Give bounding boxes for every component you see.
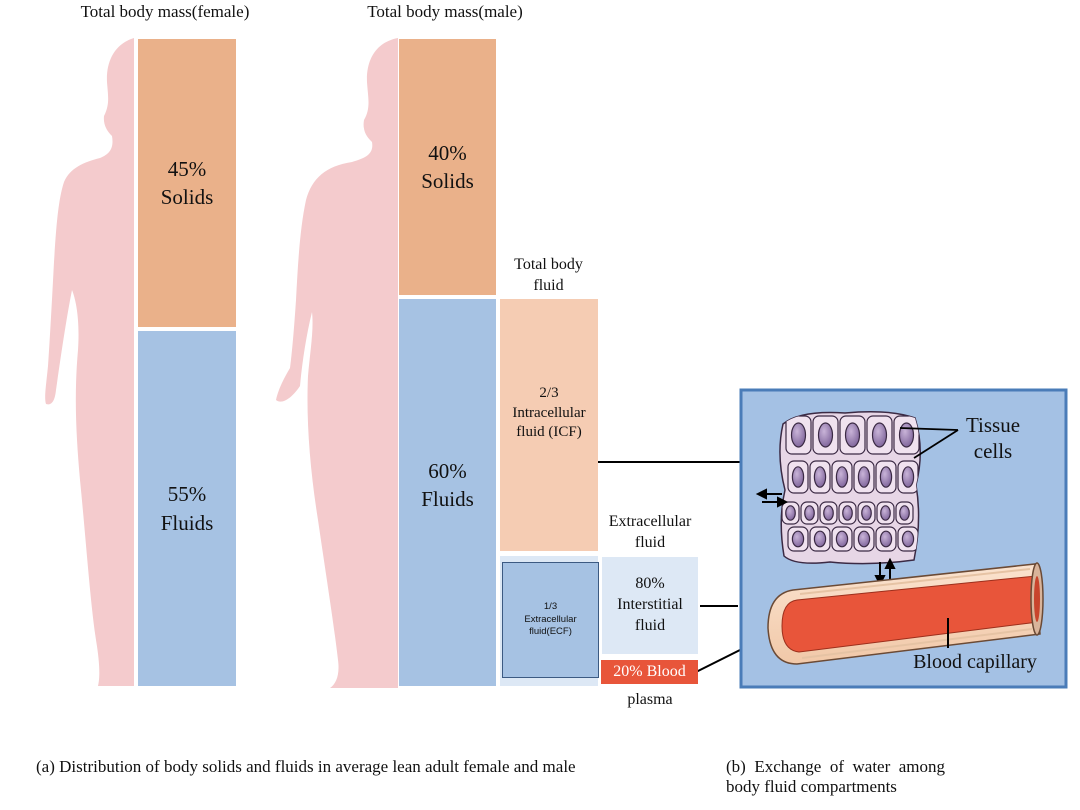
male-fluids-block: 60% Fluids xyxy=(399,299,496,686)
caption-b: (b) Exchange of water among body fluid c… xyxy=(726,757,1026,798)
interstitial-pct: 80% xyxy=(635,575,665,593)
female-fluids-label: Fluids xyxy=(160,510,214,535)
ecf-block: 1/3 Extracellular fluid(ECF) xyxy=(500,556,599,686)
caption-a: (a) Distribution of body solids and flui… xyxy=(36,757,576,776)
blood-label: 20% Blood xyxy=(613,663,686,681)
cell-nucleus xyxy=(823,505,834,521)
cell-nucleus xyxy=(871,422,888,448)
male-solids-label: Solids xyxy=(421,169,474,194)
ecf-label-line2: Extracellular xyxy=(524,613,577,625)
cell-nucleus xyxy=(879,530,893,548)
cell-nucleus xyxy=(790,422,807,448)
cell-nucleus xyxy=(861,505,872,521)
exchange-arrows-left xyxy=(755,488,789,508)
male-fluids-pct: 60% xyxy=(428,459,467,483)
female-header: Total body mass(female) xyxy=(80,2,250,21)
tissue-cells-line1: Tissue xyxy=(965,413,1021,437)
cell-nucleus xyxy=(857,466,871,488)
interstitial-label-line3: fluid xyxy=(634,616,666,634)
cell-nucleus xyxy=(842,505,853,521)
tissue-pointer-2 xyxy=(913,429,959,459)
cell-nucleus xyxy=(901,466,915,488)
cell-nucleus xyxy=(817,422,834,448)
tbf-header: Total body fluid xyxy=(496,255,601,297)
blood-capillary-label: Blood capillary xyxy=(913,651,1037,673)
cell-nucleus xyxy=(791,530,805,548)
cell-nucleus xyxy=(804,505,815,521)
female-silhouette xyxy=(45,38,135,686)
male-fluids-label: Fluids xyxy=(421,487,474,512)
tissue-cells-line2: cells xyxy=(973,439,1013,464)
male-silhouette xyxy=(276,38,398,688)
tissue-cells-label: Tissue cells xyxy=(950,412,1036,465)
cell-nucleus xyxy=(857,530,871,548)
male-solids-block: 40% Solids xyxy=(399,39,496,295)
cell-nucleus xyxy=(785,505,796,521)
cell-nucleus xyxy=(879,466,893,488)
caption-b-line2: body fluid compartments xyxy=(726,777,897,797)
ecf-fraction: 1/3 xyxy=(543,601,558,613)
ecf-header-line2: fluid xyxy=(634,533,666,551)
female-solids-block: 45% Solids xyxy=(138,39,236,327)
tissue-cells-illustration xyxy=(779,411,921,565)
blood-plasma-block: 20% Blood xyxy=(601,660,698,684)
female-fluids-pct: 55% xyxy=(167,482,207,507)
cell-nucleus xyxy=(901,530,915,548)
ecf-label-line3: fluid(ECF) xyxy=(529,626,572,638)
female-fluids-block: 55% Fluids xyxy=(138,331,236,686)
cell-nucleus xyxy=(813,466,827,488)
ecf-inner-box: 1/3 Extracellular fluid(ECF) xyxy=(502,562,599,678)
cell-nucleus xyxy=(898,422,915,448)
male-solids-pct: 40% xyxy=(428,141,467,165)
ecf-header: Extracellular fluid xyxy=(593,512,707,554)
male-header: Total body mass(male) xyxy=(367,2,523,21)
tissue-pointer-1 xyxy=(899,427,959,431)
female-solids-pct: 45% xyxy=(167,156,207,181)
icf-fraction: 2/3 xyxy=(539,385,559,401)
plasma-label: plasma xyxy=(627,691,673,708)
icf-label-line2: Intracellular xyxy=(512,404,586,421)
cell-nucleus xyxy=(791,466,805,488)
cell-nucleus xyxy=(835,530,849,548)
cell-nucleus xyxy=(813,530,827,548)
cell-nucleus xyxy=(835,466,849,488)
interstitial-label-line2: Interstitial xyxy=(617,596,683,614)
cell-nucleus xyxy=(880,505,891,521)
cell-nucleus xyxy=(899,505,910,521)
cell-nucleus xyxy=(844,422,861,448)
ecf-header-line1: Extracellular xyxy=(608,513,692,530)
tbf-header-line2: fluid xyxy=(533,276,564,294)
interstitial-block: 80% Interstitial fluid xyxy=(602,557,698,654)
icf-label-line3: fluid (ICF) xyxy=(516,424,582,440)
tbf-header-line1: Total body xyxy=(514,256,583,273)
icf-block: 2/3 Intracellular fluid (ICF) xyxy=(500,299,598,551)
blood-capillary-illustration xyxy=(767,562,1044,665)
caption-b-line1: (b) Exchange of water among xyxy=(726,757,946,776)
female-solids-label: Solids xyxy=(160,185,214,209)
